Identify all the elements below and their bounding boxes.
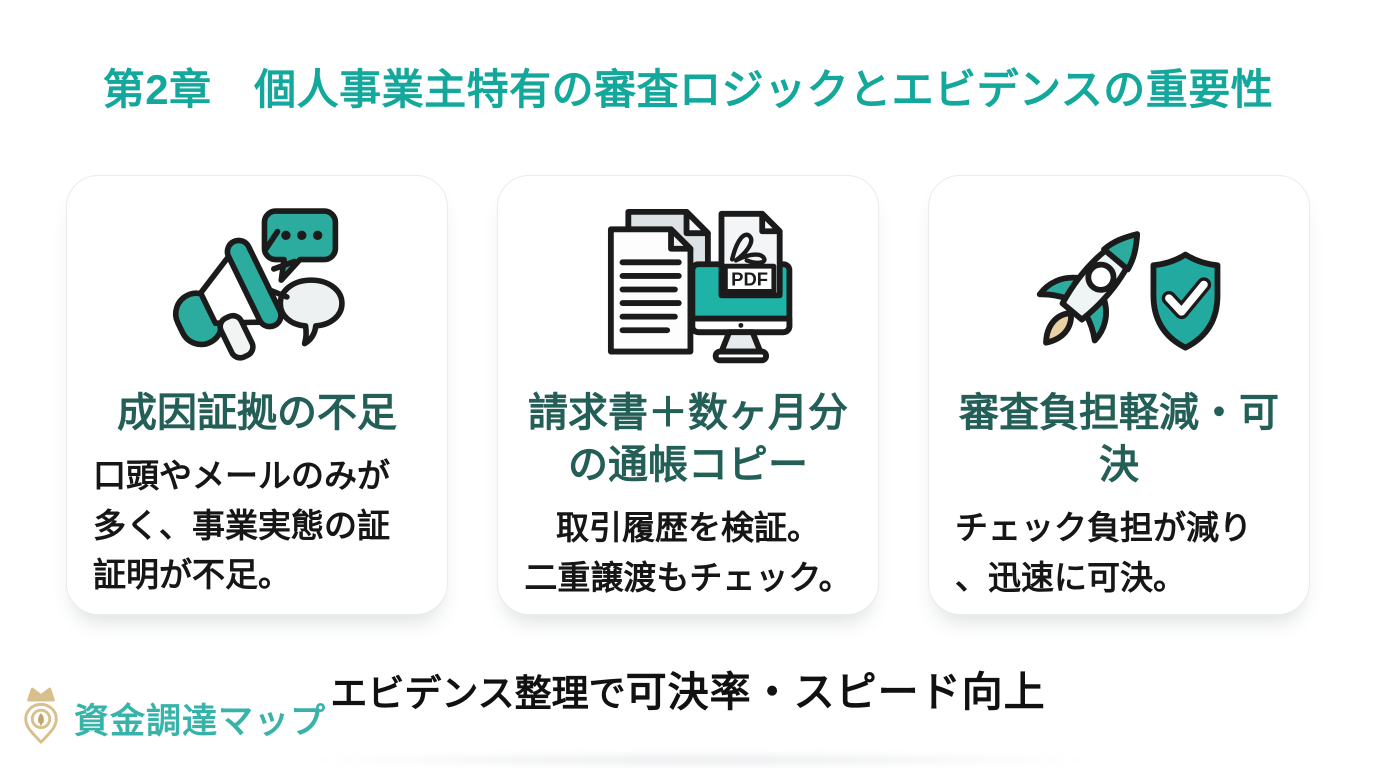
cards-row: 成因証拠の不足 口頭やメールのみが 多く、事業実態の証 証明が不足。 xyxy=(66,175,1310,615)
rocket-shield-check-icon xyxy=(955,196,1283,381)
crown-map-pin-icon xyxy=(18,684,64,753)
brand-logo: 資金調達マップ xyxy=(18,684,326,753)
card-body: 口頭やメールのみが 多く、事業実態の証 証明が不足。 xyxy=(93,457,390,593)
bottom-shadow xyxy=(300,752,1100,768)
megaphone-speech-bubbles-icon xyxy=(93,196,421,381)
brand-name: 資金調達マップ xyxy=(74,702,327,741)
pdf-badge-label: PDF xyxy=(731,268,768,289)
slogan-prefix: エビデンス整理で xyxy=(330,673,626,714)
documents-pdf-monitor-icon: PDF xyxy=(524,196,852,381)
card-body: チェック負担が減り 、迅速に可決。 xyxy=(955,509,1252,596)
card-title: 請求書＋数ヶ月分 の通帳コピー xyxy=(528,391,848,487)
card-title: 審査負担軽減・可決 xyxy=(959,391,1279,487)
card-title: 成因証拠の不足 xyxy=(117,391,397,435)
card-lack-of-evidence: 成因証拠の不足 口頭やメールのみが 多く、事業実態の証 証明が不足。 xyxy=(66,175,448,615)
card-body: 取引履歴を検証。 二重譲渡もチェック。 xyxy=(524,509,852,596)
page-title: 第2章 個人事業主特有の審査ロジックとエビデンスの重要性 xyxy=(102,66,1274,113)
card-invoice-bankbook: PDF 請求書＋数ヶ月分 の通帳コピー 取引履歴を検証。 二重譲渡もチェック。 xyxy=(497,175,879,615)
card-review-burden-approval: 審査負担軽減・可決 チェック負担が減り 、迅速に可決。 xyxy=(928,175,1310,615)
slogan-emphasis: 可決率・スピード向上 xyxy=(625,669,1046,715)
slogan: エビデンス整理で可決率・スピード向上 xyxy=(0,658,1376,718)
